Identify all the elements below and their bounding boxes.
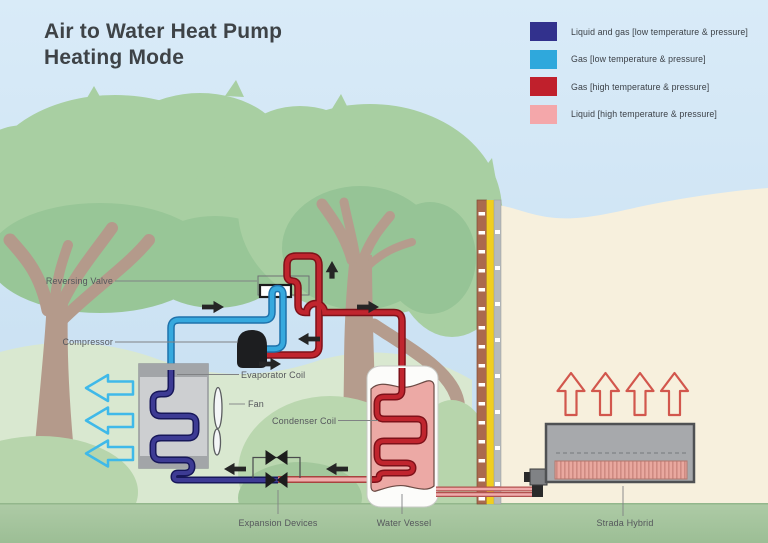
pipe-gas-high: [256, 252, 406, 385]
flow-arrow-right-compressor-out: [259, 357, 281, 371]
flow-arrow-right-evap-to-valve: [202, 300, 224, 314]
leader-lines: [115, 280, 624, 516]
legend-item: Gas [high temperature & pressure]: [530, 77, 748, 96]
flow-arrows: [202, 261, 379, 476]
house-wall: [476, 199, 502, 505]
flow-arrow-left-to-evaporator: [224, 462, 246, 476]
legend: Liquid and gas [low temperature & pressu…: [530, 22, 748, 124]
label-water-vessel: Water Vessel: [376, 518, 432, 528]
legend-item: Liquid and gas [low temperature & pressu…: [530, 22, 748, 41]
compressor-body: [237, 330, 267, 368]
label-reversing-valve: Reversing Valve: [45, 276, 113, 286]
legend-swatch-gas-low: [530, 49, 557, 69]
legend-swatch-liquid-high: [530, 104, 557, 124]
legend-swatch-gas-high: [530, 77, 557, 96]
condenser-coil: [372, 368, 428, 483]
label-strada-hybrid: Strada Hybrid: [596, 518, 654, 528]
label-compressor: Compressor: [62, 337, 113, 347]
label-condenser-coil: Condenser Coil: [272, 416, 337, 426]
legend-label: Gas [low temperature & pressure]: [571, 54, 706, 64]
legend-label: Liquid [high temperature & pressure]: [571, 109, 717, 119]
flow-arrow-left-to-expansion: [326, 462, 348, 476]
page-title: Air to Water Heat Pump Heating Mode: [44, 19, 282, 71]
label-expansion-devices: Expansion Devices: [238, 518, 318, 528]
legend-item: Gas [low temperature & pressure]: [530, 49, 748, 69]
title-line-2: Heating Mode: [44, 46, 185, 69]
pipe-gas-low: [167, 284, 287, 372]
cold-air-arrows: [84, 373, 135, 468]
pipe-liquid-gas-low: [149, 370, 278, 484]
legend-label: Liquid and gas [low temperature & pressu…: [571, 26, 748, 37]
center-tree-canopy: [224, 94, 512, 337]
legend-label: Gas [high temperature & pressure]: [571, 81, 710, 92]
fan-blades: [212, 386, 223, 456]
title-line-1: Air to Water Heat Pump: [44, 20, 283, 43]
warm-air-arrows: [556, 371, 690, 417]
label-evaporator-coil: Evaporator Coil: [241, 370, 306, 380]
ground: [0, 503, 768, 543]
legend-item: Liquid [high temperature & pressure]: [530, 104, 748, 124]
radiator-supply-pipes: [436, 486, 536, 497]
strada-hybrid-radiator: [524, 422, 696, 497]
label-fan: Fan: [248, 399, 264, 409]
flow-arrow-left-to-compressor: [298, 332, 320, 346]
legend-swatch-liquid-gas-low: [530, 22, 557, 41]
expansion-devices: [252, 450, 301, 488]
flow-arrow-right-valve-to-vessel: [357, 300, 379, 314]
flow-arrow-up-valve: [325, 261, 339, 279]
